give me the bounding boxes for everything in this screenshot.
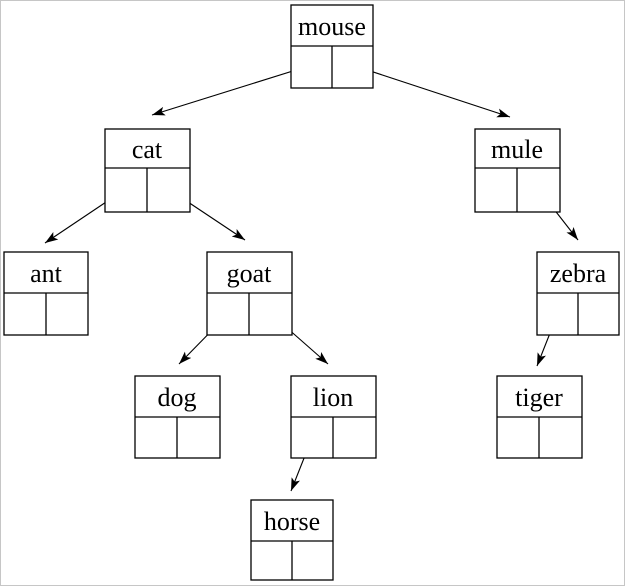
node-label: goat xyxy=(227,259,273,288)
tree-node-mouse: mouse xyxy=(290,4,374,89)
tree-node-goat: goat xyxy=(206,251,293,336)
tree-node-ant: ant xyxy=(3,251,89,336)
edge-mouse-left-cat xyxy=(151,64,313,116)
tree-node-mule: mule xyxy=(474,128,561,213)
node-label: mule xyxy=(491,135,543,164)
edge-mouse-right-mule xyxy=(351,64,511,118)
tree-node-cat: cat xyxy=(104,128,191,213)
node-label: zebra xyxy=(550,259,607,288)
tree-nodes: mouse cat mule ant xyxy=(3,4,620,581)
node-label: lion xyxy=(313,383,353,412)
tree-node-tiger: tiger xyxy=(496,375,583,459)
tree-node-zebra: zebra xyxy=(536,251,620,336)
node-label: horse xyxy=(264,507,320,536)
node-label: dog xyxy=(158,383,197,412)
tree-node-horse: horse xyxy=(250,499,334,581)
node-label: tiger xyxy=(515,383,563,412)
node-label: ant xyxy=(30,259,63,288)
tree-node-lion: lion xyxy=(290,375,377,459)
tree-node-dog: dog xyxy=(134,375,221,459)
node-label: cat xyxy=(132,135,163,164)
node-label: mouse xyxy=(298,12,366,41)
